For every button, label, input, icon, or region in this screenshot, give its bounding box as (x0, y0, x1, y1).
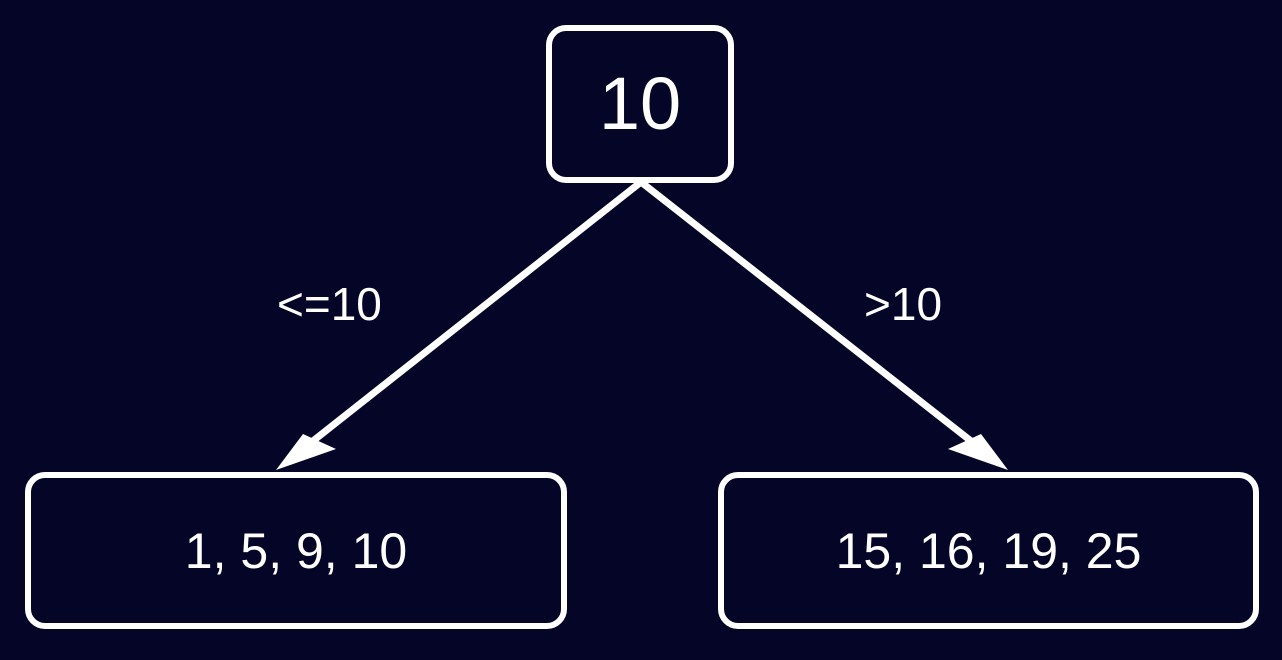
edge-right[interactable] (638, 179, 1008, 470)
tree-node-right-leaf-label: 15, 16, 19, 25 (835, 522, 1142, 579)
edge-left-arrowhead (276, 434, 336, 470)
tree-node-left-leaf-label: 1, 5, 9, 10 (184, 522, 408, 579)
edge-right-line (638, 179, 988, 455)
edge-label-right-condition: >10 (864, 278, 943, 330)
edge-label-left-condition: <=10 (277, 278, 382, 330)
edge-left-line (296, 179, 644, 455)
tree-node-left-leaf[interactable]: 1, 5, 9, 10 (25, 472, 567, 629)
tree-node-right-leaf[interactable]: 15, 16, 19, 25 (718, 472, 1259, 629)
edge-right-arrowhead (948, 434, 1008, 470)
tree-node-root-label: 10 (598, 62, 682, 145)
edge-left[interactable] (276, 179, 644, 470)
tree-node-root[interactable]: 10 (546, 25, 734, 183)
